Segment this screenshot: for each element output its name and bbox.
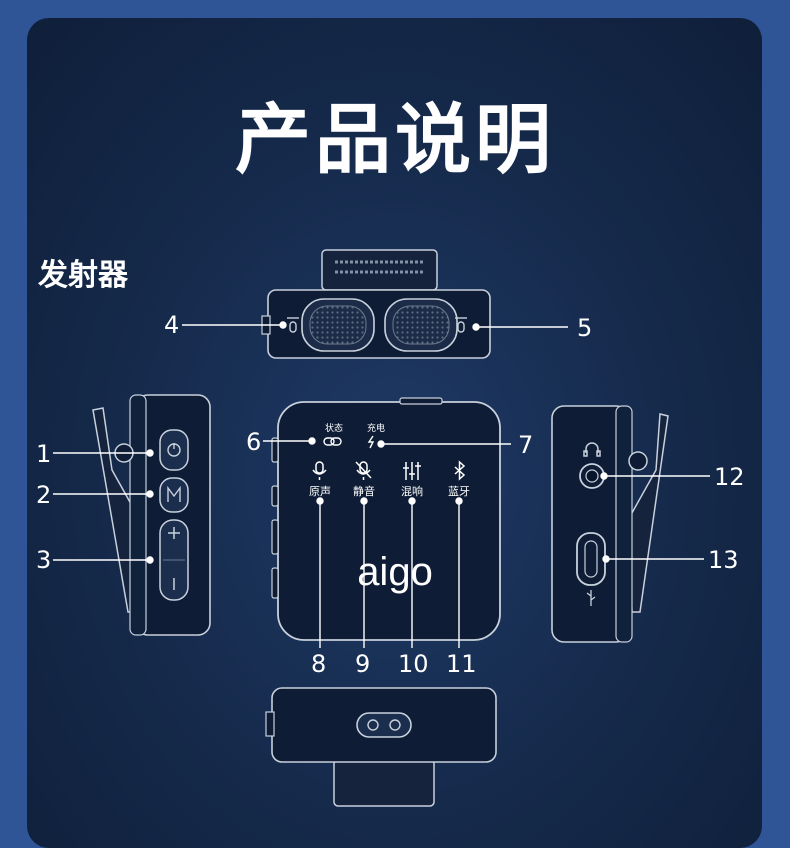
device-front-view: 状态 充电 原声 静音 混响 蓝牙 aigo [271, 397, 501, 641]
function-label-bluetooth: 蓝牙 [448, 485, 470, 498]
callout-11: 11 [446, 650, 477, 678]
callout-2: 2 [36, 481, 52, 509]
callout-3: 3 [36, 546, 52, 574]
device-left-side-view [92, 394, 211, 636]
brand-logo: aigo [357, 550, 433, 594]
callout-lines [53, 321, 710, 648]
headphone-icon [583, 442, 601, 457]
bluetooth-icon [454, 460, 466, 481]
callout-5: 5 [577, 314, 593, 342]
callout-13: 13 [708, 546, 739, 574]
callout-8: 8 [311, 650, 327, 678]
callout-7: 7 [518, 431, 534, 459]
mixer-icon [403, 462, 421, 480]
link-icon [323, 437, 342, 446]
device-right-side-view [551, 405, 669, 643]
charge-label: 充电 [367, 422, 385, 434]
usb-c-port [576, 532, 606, 586]
magnet-slot [356, 712, 412, 738]
mode-button [159, 477, 189, 513]
microphone-icon [312, 461, 327, 480]
callout-4: 4 [164, 311, 180, 339]
mic-grille-left [301, 298, 375, 352]
mic-icon-right [455, 317, 467, 333]
power-button [159, 429, 189, 471]
device-bottom-view [265, 687, 497, 807]
callout-9: 9 [355, 650, 371, 678]
charge-icon [367, 435, 375, 449]
section-title: 发射器 [38, 258, 128, 293]
device-top-view [261, 249, 491, 359]
callout-12: 12 [714, 463, 745, 491]
microphone-mute-icon [355, 461, 372, 480]
page-title: 产品说明 [235, 95, 555, 184]
function-label-original: 原声 [309, 484, 331, 498]
function-label-mute: 静音 [353, 484, 375, 498]
mic-grille-right [384, 298, 458, 352]
mic-icon-left [287, 317, 299, 333]
callout-10: 10 [398, 650, 429, 678]
volume-rocker [159, 519, 189, 601]
callout-6: 6 [246, 428, 262, 456]
callout-1: 1 [36, 440, 52, 468]
function-label-reverb: 混响 [401, 485, 423, 498]
status-label: 状态 [325, 422, 343, 434]
usb-icon [586, 590, 596, 606]
